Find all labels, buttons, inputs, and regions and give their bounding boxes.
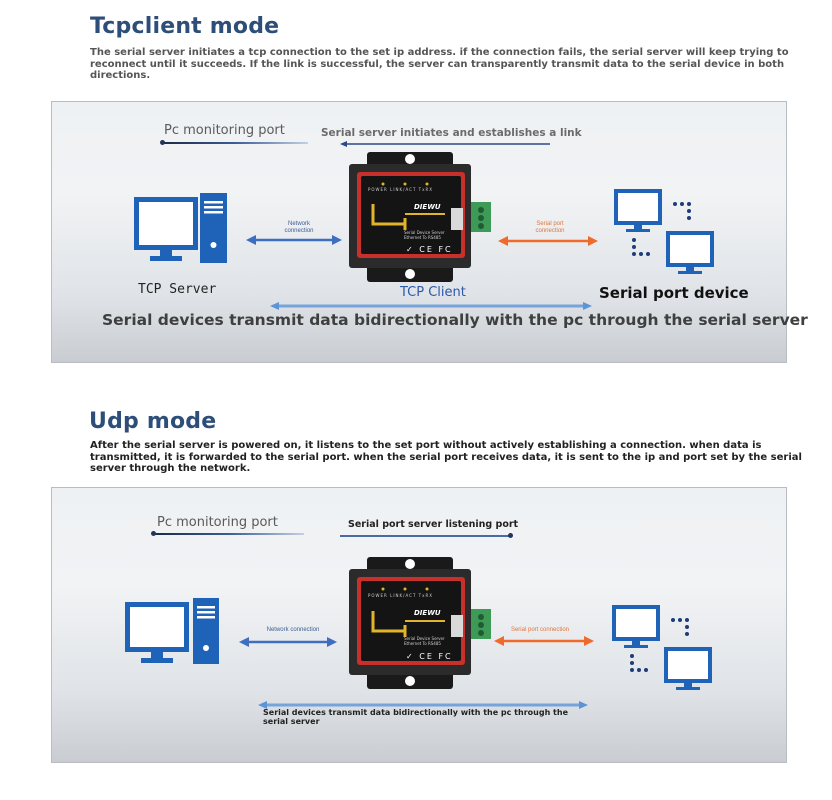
udp-bottom-caption: Serial devices transmit data bidirection… bbox=[263, 708, 568, 726]
tcp-section-title: Tcpclient mode bbox=[90, 14, 280, 39]
udp-bidirectional-arrow bbox=[258, 701, 588, 709]
tcp-client-caption: TCP Client bbox=[400, 285, 466, 300]
tcp-description: The serial server initiates a tcp connec… bbox=[90, 47, 789, 82]
udp-section-title: Udp mode bbox=[89, 409, 217, 434]
tcp-network-connection-line: connection bbox=[284, 228, 314, 234]
tcp-device-led-labels: POWER LINK/ACT TxRX bbox=[368, 187, 433, 192]
tcp-device-led-label: TxRX bbox=[418, 187, 434, 192]
udp-device-product-text: Serial Device Server Ethernet To RS485 bbox=[404, 636, 445, 646]
udp-pc-port-dot bbox=[151, 531, 156, 536]
tcp-device-brand: DIEWU bbox=[414, 203, 441, 211]
udp-description: After the serial server is powered on, i… bbox=[90, 440, 802, 475]
tcp-pc-port-underline bbox=[162, 142, 308, 144]
udp-description-line: transmitted, it is forwarded to the seri… bbox=[90, 451, 802, 463]
tcp-device-cert-marks: ✓ CE FC bbox=[406, 245, 453, 254]
udp-device-product-line: Serial Device Server bbox=[404, 636, 445, 641]
udp-device-led-label: TxRX bbox=[418, 593, 434, 598]
tcp-link-label: Serial server initiates and establishes … bbox=[321, 127, 582, 139]
tcp-description-line: The serial server initiates a tcp connec… bbox=[90, 47, 789, 58]
udp-device-product-line: Ethernet To RS485 bbox=[404, 641, 441, 646]
tcp-pc-port-dot bbox=[160, 140, 165, 145]
tcp-device-cert-mark: FC bbox=[438, 245, 453, 254]
tcp-bottom-caption: Serial devices transmit data bidirection… bbox=[102, 311, 808, 329]
tcp-serial-connection-line: Serial port bbox=[536, 221, 564, 227]
tcp-serial-arrow bbox=[498, 236, 598, 246]
udp-pc-icon bbox=[125, 598, 219, 664]
udp-device-brand: DIEWU bbox=[414, 609, 441, 617]
udp-pc-port-label: Pc monitoring port bbox=[157, 515, 278, 530]
tcp-device-cert-mark: ✓ bbox=[406, 245, 415, 254]
udp-device-cert-marks: ✓ CE FC bbox=[406, 652, 453, 661]
tcp-serial-connection-label: Serial port connection bbox=[520, 221, 580, 235]
udp-device-cert-mark: ✓ bbox=[406, 652, 415, 661]
udp-device-led-label: POWER bbox=[368, 593, 388, 598]
tcp-network-connection-line: Network bbox=[287, 221, 310, 227]
tcp-device-product-text: Serial Device Server Ethernet To RS485 bbox=[404, 230, 445, 240]
udp-bottom-caption-line: Serial devices transmit data bidirection… bbox=[263, 708, 568, 717]
udp-network-arrow bbox=[239, 637, 337, 647]
udp-device-cert-mark: FC bbox=[438, 652, 453, 661]
tcp-device-product-line: Ethernet To RS485 bbox=[404, 235, 441, 240]
udp-device-led-label: LINK/ACT bbox=[390, 593, 417, 598]
udp-serial-connection-label: Serial port connection bbox=[510, 627, 570, 633]
tcp-description-line: reconnect until it succeeds. If the link… bbox=[90, 58, 785, 70]
tcp-device-caption: Serial port device bbox=[599, 284, 749, 302]
tcp-link-arrow bbox=[340, 141, 550, 147]
tcp-network-arrow bbox=[246, 235, 342, 245]
tcp-device-led-label: LINK/ACT bbox=[390, 187, 417, 192]
udp-serial-server-device bbox=[349, 557, 491, 689]
tcp-device-cert-mark: CE bbox=[419, 245, 434, 254]
udp-network-connection-label: Network connection bbox=[266, 627, 320, 633]
udp-bottom-caption-line: serial server bbox=[263, 717, 320, 726]
tcp-pc-port-label: Pc monitoring port bbox=[164, 123, 285, 138]
tcp-serial-connection-line: connection bbox=[535, 228, 565, 234]
udp-description-line: server through the network. bbox=[90, 463, 251, 474]
udp-device-led-labels: POWER LINK/ACT TxRX bbox=[368, 593, 433, 598]
udp-listen-label: Serial port server listening port bbox=[348, 519, 519, 530]
udp-listen-dot bbox=[508, 533, 513, 538]
udp-listen-underline bbox=[340, 535, 512, 537]
tcp-server-caption: TCP Server bbox=[138, 282, 217, 297]
tcp-description-line: directions. bbox=[90, 70, 151, 81]
tcp-bidirectional-arrow bbox=[270, 302, 592, 310]
tcp-serial-server-device bbox=[349, 152, 491, 282]
tcp-device-product-line: Serial Device Server bbox=[404, 230, 445, 235]
tcp-serial-devices-icon bbox=[614, 189, 714, 274]
tcp-network-connection-label: Network connection bbox=[269, 221, 329, 235]
tcp-device-led-label: POWER bbox=[368, 187, 388, 192]
udp-description-line: After the serial server is powered on, i… bbox=[90, 440, 762, 451]
tcp-pc-icon bbox=[134, 193, 227, 263]
udp-serial-arrow bbox=[494, 636, 594, 646]
udp-device-cert-mark: CE bbox=[419, 652, 434, 661]
udp-pc-port-underline bbox=[154, 533, 304, 535]
udp-serial-devices-icon bbox=[612, 605, 712, 690]
